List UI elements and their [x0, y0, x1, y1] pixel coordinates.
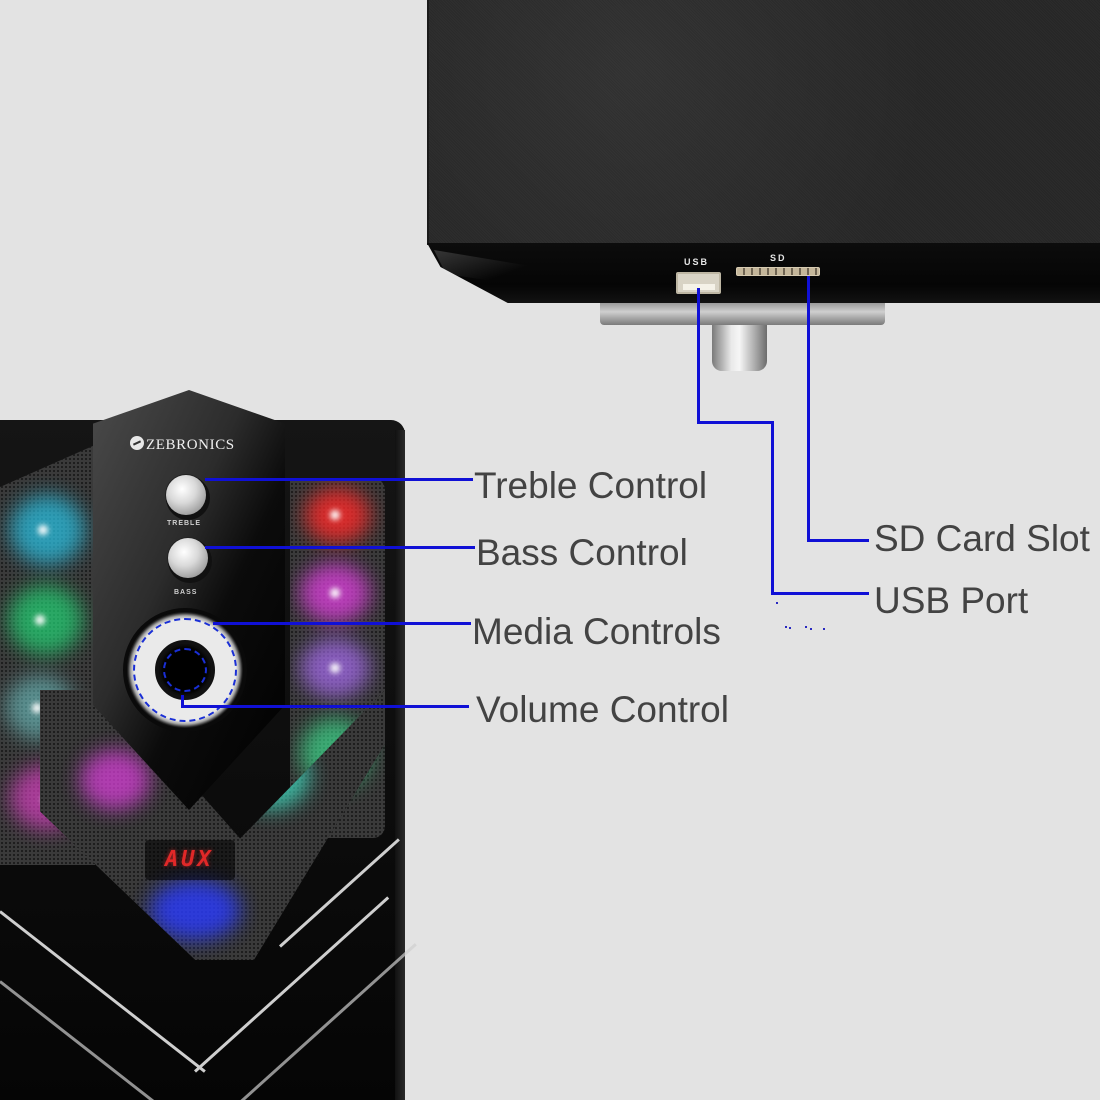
brand-name: ZEBRONICS [146, 437, 235, 453]
callout-bass-control: Bass Control [476, 532, 688, 573]
usb-leader-line [697, 421, 774, 424]
led-display [145, 840, 235, 880]
bass-knob[interactable] [168, 538, 208, 578]
artifact-dot [789, 627, 791, 629]
callout-sd-card-slot: SD Card Slot [874, 518, 1090, 559]
volume-leader-line [181, 695, 184, 707]
usb-leader-line [771, 592, 869, 595]
media-leader-line [213, 622, 471, 625]
front-speaker-image: ZEBRONICS TREBLE BASS AUX [0, 390, 420, 1100]
speaker-cabinet-top [427, 0, 1100, 245]
usb-leader-line [771, 421, 774, 595]
treble-leader-line [205, 478, 473, 481]
bass-knob-label: BASS [174, 589, 198, 596]
sd-leader-line [807, 276, 810, 542]
artifact-dot [823, 628, 825, 630]
led-core [38, 525, 48, 535]
usb-port-label: USB [684, 257, 710, 267]
treble-knob-label: TREBLE [167, 520, 201, 527]
volume-knob[interactable] [155, 640, 215, 700]
led-core [32, 703, 42, 713]
artifact-dot [776, 602, 778, 604]
led-core [330, 510, 340, 520]
callout-usb-port: USB Port [874, 580, 1029, 621]
led-core [35, 615, 45, 625]
media-control-ring[interactable] [127, 612, 243, 728]
callout-media-controls: Media Controls [472, 611, 721, 652]
led-core [330, 663, 340, 673]
led-glow-blue [150, 880, 240, 940]
sd-card-slot-icon [736, 267, 820, 276]
led-glow-green [8, 585, 83, 655]
zebronics-logo-icon [130, 436, 144, 450]
rear-knob [712, 325, 767, 371]
top-speaker-image: USB SD [0, 0, 1100, 380]
display-text: AUX [165, 847, 214, 872]
led-core [330, 588, 340, 598]
sd-slot-label: SD [770, 253, 787, 263]
volume-leader-line [181, 705, 469, 708]
callout-volume-control: Volume Control [476, 689, 729, 730]
artifact-dot [785, 626, 787, 628]
control-panel [93, 390, 285, 810]
artifact-dot [810, 628, 812, 630]
speaker-foot [600, 303, 885, 325]
treble-knob[interactable] [166, 475, 206, 515]
brand-logo: ZEBRONICS [130, 436, 235, 454]
bass-leader-line [205, 546, 475, 549]
media-ring-highlight [133, 618, 237, 722]
artifact-dot [805, 626, 807, 628]
speaker-side-edge [395, 430, 405, 1100]
usb-leader-line [697, 288, 700, 424]
sd-leader-line [807, 539, 869, 542]
led-glow-magenta [80, 750, 150, 810]
callout-treble-control: Treble Control [474, 465, 708, 506]
volume-knob-highlight [163, 648, 207, 692]
